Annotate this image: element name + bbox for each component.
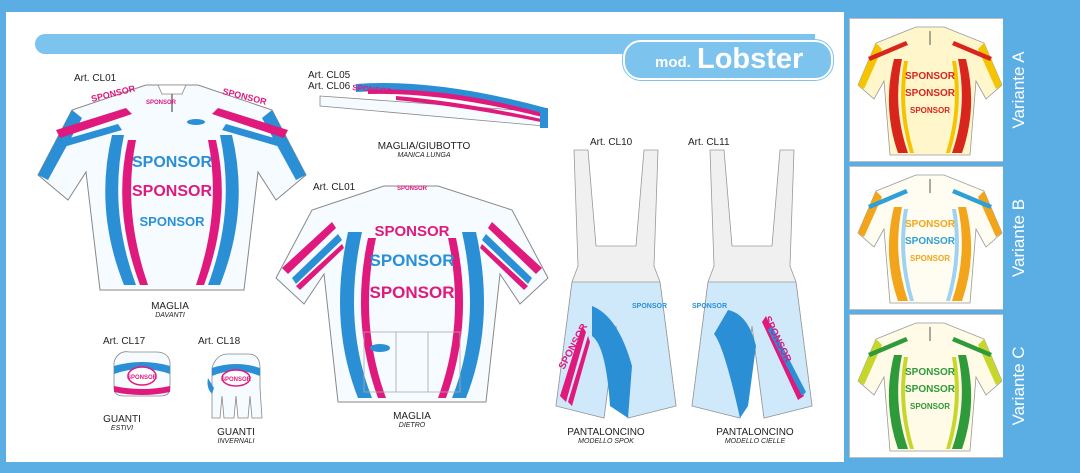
variant-b-tab[interactable]: Variante B [1003,166,1035,310]
back-sponsor-1: SPONSOR [374,223,449,240]
variant-c-jersey-drawing: SPONSOR SPONSOR SPONSOR [857,322,1003,452]
variant-b-label: Variante B [1009,198,1028,278]
variant-c-sponsor-2: SPONSOR [905,384,956,395]
glove-summer-title: GUANTI [103,414,141,425]
spok-hip-sponsor: SPONSOR [632,303,667,310]
article-glove-winter: Art. CL18 [198,336,241,347]
back-subtitle: DIETRO [398,422,426,429]
variant-c-label: Variante C [1009,346,1028,426]
variant-card-b: SPONSOR SPONSOR SPONSOR Variante B [849,166,1035,310]
variant-card-c: SPONSOR SPONSOR SPONSOR Variante C [849,314,1035,458]
variant-a-label: Variante A [1009,51,1028,129]
front-title: MAGLIA [151,301,189,312]
back-jersey-drawing: SPONSOR SPONSOR SPONSOR SPONSOR [275,185,549,403]
variant-b-jersey-drawing: SPONSOR SPONSOR SPONSOR [857,174,1003,304]
glove-winter-subtitle: INVERNALI [217,438,255,445]
spok-caption: PANTALONCINO MODELLO SPOK [556,427,656,445]
front-subtitle: DAVANTI [155,312,185,319]
back-caption: MAGLIA DIETRO [362,411,462,429]
variant-a-jersey-drawing: SPONSOR SPONSOR SPONSOR [857,26,1003,156]
back-sponsor-3: SPONSOR [369,283,454,302]
article-short-spok: Art. CL10 [590,137,633,148]
long-sleeve-drawing: SPONSOR [319,83,548,128]
article-short-cielle: Art. CL11 [688,137,730,148]
sleeve-sponsor: SPONSOR [352,83,393,96]
variant-c-tab[interactable]: Variante C [1003,314,1035,458]
variants-panel: SPONSOR SPONSOR SPONSOR Variante A SPONS… [849,18,1035,458]
front-jersey-drawing: SPONSOR SPONSOR SPONSOR SPONSOR SPONSOR … [37,83,307,291]
spok-title: PANTALONCINO [567,427,645,438]
variant-card-a: SPONSOR SPONSOR SPONSOR Variante A [849,18,1035,162]
sleeve-subtitle: MANICA LUNGA [397,152,451,159]
front-caption: MAGLIA DAVANTI [120,301,220,319]
spok-subtitle: MODELLO SPOK [578,438,634,445]
back-collar-sponsor: SPONSOR [397,186,428,192]
winter-glove-sponsor: SPONSOR [221,377,252,383]
front-sponsor-2: SPONSOR [132,183,212,200]
back-title: MAGLIA [393,411,431,422]
variant-a-sponsor-2: SPONSOR [905,88,956,99]
article-sleeve-a: Art. CL05 [308,70,351,81]
bib-short-spok-drawing: SPONSOR SPONSOR [555,149,677,419]
front-sponsor-1: SPONSOR [132,154,212,171]
summer-glove-sponsor: SPONSOR [127,375,158,381]
sleeve-caption: MAGLIA/GIUBOTTO MANICA LUNGA [354,141,494,159]
winter-glove-drawing: SPONSOR [207,353,263,419]
front-sponsor-3: SPONSOR [139,214,205,229]
glove-summer-caption: GUANTI ESTIVI [92,414,152,432]
cielle-hip-sponsor: SPONSOR [692,303,727,310]
cielle-subtitle: MODELLO CIELLE [724,438,786,445]
variant-c-sponsor-1: SPONSOR [905,367,956,378]
model-tab: mod. Lobster [623,40,833,80]
glove-summer-subtitle: ESTIVI [110,425,134,432]
model-name: Lobster [697,43,804,75]
variant-a-tab[interactable]: Variante A [1003,18,1035,162]
summer-glove-drawing: SPONSOR [113,351,171,397]
variant-a-sponsor-3: SPONSOR [910,106,950,115]
variant-c-sponsor-3: SPONSOR [910,402,950,411]
cielle-title: PANTALONCINO [716,427,794,438]
article-sleeve-b: Art. CL06 [308,81,351,92]
header-band [35,34,815,54]
article-back: Art. CL01 [313,182,356,193]
glove-winter-caption: GUANTI INVERNALI [201,427,271,445]
variant-b-sponsor-3: SPONSOR [910,254,950,263]
article-glove-summer: Art. CL17 [103,336,146,347]
bib-short-cielle-drawing: SPONSOR SPONSOR [691,149,813,419]
cielle-caption: PANTALONCINO MODELLO CIELLE [700,427,810,445]
variant-b-sponsor-1: SPONSOR [905,219,956,230]
sleeve-title: MAGLIA/GIUBOTTO [377,141,471,152]
article-front: Art. CL01 [74,73,117,84]
model-prefix: mod. [655,54,691,71]
variant-b-sponsor-2: SPONSOR [905,236,956,247]
back-sponsor-2: SPONSOR [369,251,454,270]
front-collar-sponsor: SPONSOR [146,100,177,106]
glove-winter-title: GUANTI [217,427,255,438]
variant-a-sponsor-1: SPONSOR [905,71,956,82]
